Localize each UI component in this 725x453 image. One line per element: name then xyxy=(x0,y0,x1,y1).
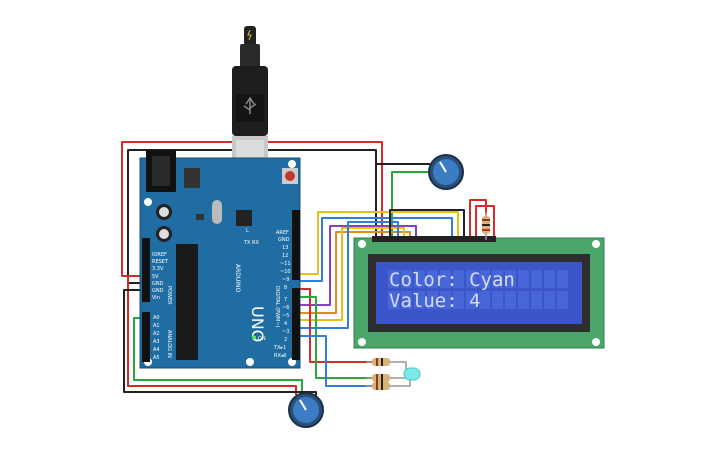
pin-10: ~10 xyxy=(280,269,291,275)
lightning-icon xyxy=(247,29,252,41)
lcd-line-1: Color: Cyan xyxy=(389,269,515,291)
pin-2: 2 xyxy=(284,337,287,343)
power-header xyxy=(142,238,150,302)
arduino-board: UNO ARDUINO POWER ANALOG IN DIGITAL (PWM… xyxy=(139,150,301,369)
wire-d2-blue xyxy=(298,221,399,329)
rx-label: RX xyxy=(252,240,259,246)
pin-gnd-d: GND xyxy=(278,237,290,243)
digital-header-label: DIGITAL (PWM~) xyxy=(274,286,280,328)
pin-vin: Vin xyxy=(152,295,160,301)
lcd-line-2: Value: 4 xyxy=(389,290,481,312)
pin-a5: A5 xyxy=(153,355,160,361)
wire-bottom-black xyxy=(123,289,317,400)
wire-led-blue xyxy=(298,335,372,387)
power-header-label: POWER xyxy=(166,286,172,305)
board-brand: ARDUINO xyxy=(234,264,241,293)
wire-d4-orange xyxy=(298,231,411,314)
pin-3: ~3 xyxy=(282,329,289,335)
wire-pot-top-green xyxy=(391,171,430,238)
pin-7: 7 xyxy=(284,297,287,303)
wire-gnd-black xyxy=(127,149,377,284)
mount-hole xyxy=(288,160,296,168)
digital-header-top xyxy=(292,210,300,280)
pin-a1: A1 xyxy=(153,323,160,329)
potentiometer-knob-indicator xyxy=(439,161,447,173)
resistors-led xyxy=(366,358,421,390)
wire-d5-purple xyxy=(298,225,417,306)
pin-13: 13 xyxy=(282,245,288,251)
pin-9: ~9 xyxy=(282,277,289,283)
analog-header-label: ANALOG IN xyxy=(166,330,172,358)
digital-header-bottom xyxy=(292,288,300,360)
rgb-led xyxy=(403,367,421,381)
resistor-lcd xyxy=(482,212,490,240)
wire-d3-yellow xyxy=(298,227,405,321)
usb-icon xyxy=(243,96,257,114)
pin-5: ~5 xyxy=(282,313,289,319)
wire-a0-green xyxy=(133,317,303,395)
pin-reset: RESET xyxy=(152,259,169,265)
wire-pot-top-black xyxy=(375,163,430,175)
pin-aref: AREF xyxy=(276,230,289,236)
mount-hole xyxy=(246,358,254,366)
pin-5v: 5V xyxy=(152,274,159,280)
on-label: ON xyxy=(258,336,266,342)
pin-12: 12 xyxy=(282,253,288,259)
pin-gnd-1: GND xyxy=(152,281,164,287)
pin-ioref: IOREF xyxy=(152,252,167,258)
pin-6: ~6 xyxy=(282,305,289,311)
wire-bottom-red xyxy=(127,275,297,395)
pin-a3: A3 xyxy=(153,339,160,345)
potentiometer-knob-indicator xyxy=(299,399,307,411)
potentiometer-top[interactable] xyxy=(428,154,464,190)
mount-hole xyxy=(144,198,152,206)
pin-4: 4 xyxy=(284,321,287,327)
wire-d12-yellow xyxy=(298,211,459,275)
lcd-module: Color: Cyan Value: 4 xyxy=(353,236,605,349)
pin-tx1: TX▸1 xyxy=(273,345,286,351)
analog-header xyxy=(142,312,150,362)
lcd-pin-row xyxy=(372,236,496,242)
pin-rx0: RX◂0 xyxy=(274,353,287,359)
l-label: L xyxy=(246,228,249,234)
pin-11: ~11 xyxy=(280,261,291,267)
board-name: UNO xyxy=(248,306,267,342)
wire-d11-blue xyxy=(298,217,453,282)
crystal xyxy=(212,200,222,224)
pin-a4: A4 xyxy=(153,347,160,353)
pin-a2: A2 xyxy=(153,331,160,337)
pin-gnd-2: GND xyxy=(152,288,164,294)
voltage-regulator xyxy=(184,168,200,188)
tx-label: TX xyxy=(243,240,251,246)
pin-a0: A0 xyxy=(153,315,160,321)
wire-lcd-red-b xyxy=(475,205,495,238)
potentiometer-bottom[interactable] xyxy=(288,392,324,428)
on-led xyxy=(252,336,256,339)
atmega-chip xyxy=(176,244,198,360)
wire-lcd-black xyxy=(389,209,465,238)
lcd-cells xyxy=(388,270,568,309)
usb-chip xyxy=(236,210,252,226)
pin-3v3: 3.3V xyxy=(152,266,164,272)
wire-led-red xyxy=(298,288,372,363)
wires xyxy=(121,141,495,400)
wire-led-green xyxy=(298,296,372,379)
pin-8: 8 xyxy=(284,285,287,291)
